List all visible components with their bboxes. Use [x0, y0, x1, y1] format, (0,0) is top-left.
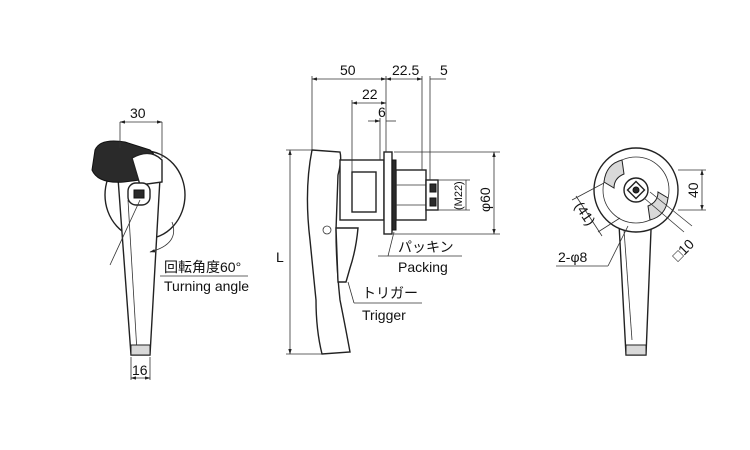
dim-rear-41: (41): [572, 199, 599, 229]
side-view-nut: [395, 169, 427, 221]
rear-view: 40 (41) □10 2-φ8: [556, 147, 706, 356]
trigger-label-en: Trigger: [362, 307, 406, 323]
dim-side-5: 5: [440, 62, 448, 78]
dim-rear-holes: 2-φ8: [558, 249, 588, 265]
dim-front-width-top: 30: [130, 105, 146, 121]
dim-side-m22: (M22): [453, 181, 465, 210]
side-view-handle: [306, 149, 351, 355]
dim-side-22: 22: [362, 86, 378, 102]
trigger-label-ja: トリガー: [362, 285, 418, 301]
dim-side-L: L: [276, 249, 284, 265]
side-view: L 50 22.5 5 22 6 φ60 (M22): [276, 62, 500, 355]
dim-side-phi60: φ60: [477, 187, 493, 212]
turning-angle-label-en: Turning angle: [164, 278, 249, 294]
dim-side-50: 50: [340, 62, 356, 78]
packing-label-ja: パッキン: [398, 239, 454, 255]
turning-angle-label-ja: 回転角度60°: [164, 259, 241, 275]
dim-rear-square-10: □10: [669, 236, 697, 264]
rear-view-hole-right: [647, 191, 669, 221]
side-view-trigger: [335, 227, 359, 283]
dim-side-22-5: 22.5: [392, 62, 419, 78]
dim-side-6: 6: [378, 104, 386, 120]
front-view: 30 16 回転角度60° Turning angle: [91, 105, 249, 380]
side-view-flange: [383, 151, 393, 235]
packing-label-en: Packing: [398, 259, 448, 275]
dim-rear-40: 40: [685, 182, 701, 198]
dim-front-width-bottom: 16: [132, 362, 148, 378]
rear-view-hole-left: [603, 159, 625, 189]
